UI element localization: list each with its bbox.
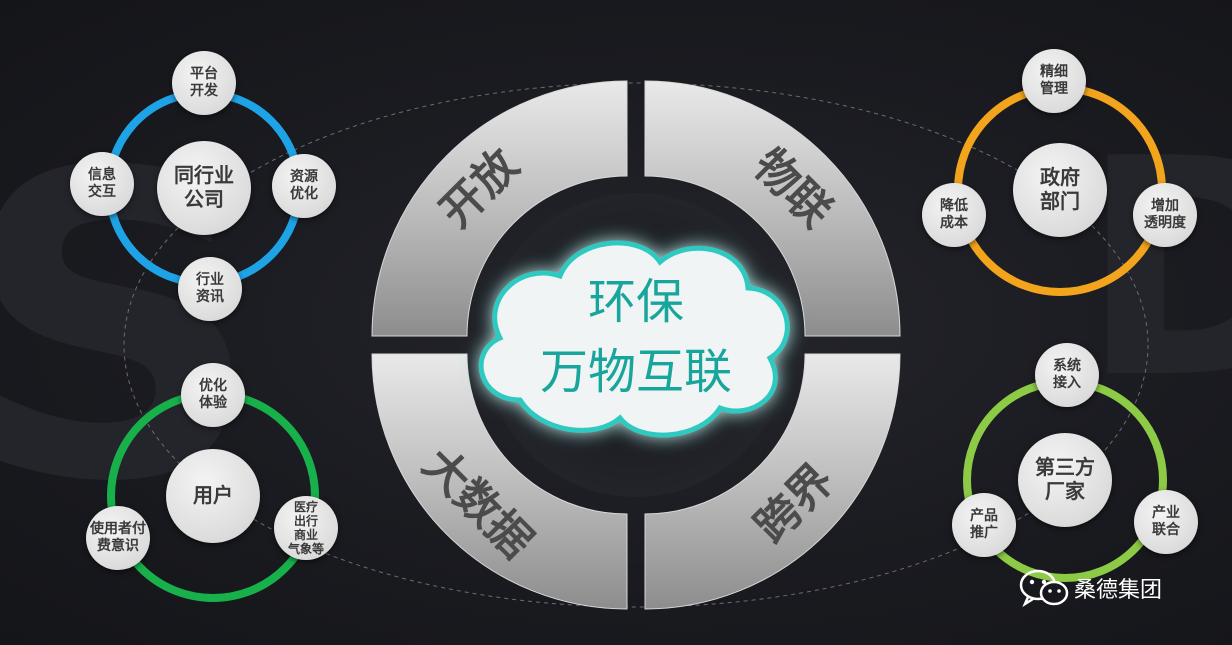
cluster-satellite: 资源 优化 (272, 154, 336, 218)
cluster-satellite: 精细 管理 (1022, 49, 1086, 113)
ring-segment (644, 353, 901, 610)
center-cloud (478, 240, 790, 438)
cluster-satellite: 平台 开发 (172, 51, 236, 115)
cluster-main-industry: 同行业 公司 (157, 141, 251, 235)
cluster-main-user: 用户 (166, 449, 260, 543)
cluster-main-vendor: 第三方 厂家 (1018, 433, 1112, 527)
cluster-satellite: 产品 推广 (952, 493, 1016, 557)
wechat-icon (1019, 569, 1069, 608)
ring-segment (371, 353, 628, 610)
cluster-satellite: 信息 交互 (70, 152, 134, 216)
ring-segment (371, 80, 628, 337)
center-title-line1: 环保 (588, 274, 684, 330)
cluster-main-government: 政府 部门 (1013, 143, 1107, 237)
cluster-satellite: 行业 资讯 (178, 257, 242, 321)
center-title-line2: 万物互联 (540, 344, 732, 400)
cluster-satellite: 降低 成本 (922, 183, 986, 247)
cluster-satellite: 使用者付 费意识 (86, 506, 150, 570)
cluster-satellite: 增加 透明度 (1133, 183, 1197, 247)
cluster-satellite: 优化 体验 (181, 363, 245, 427)
cluster-satellite: 系统 接入 (1035, 343, 1099, 407)
cluster-satellite: 医疗 出行 商业 气象等 (274, 496, 338, 560)
ring-segment (644, 80, 901, 337)
brand-name: 桑德集团 (1074, 578, 1163, 603)
orbit-ellipse (123, 82, 1149, 608)
cluster-satellite: 产业 联合 (1134, 490, 1198, 554)
brand-logo: 桑德集团 (1018, 568, 1162, 608)
